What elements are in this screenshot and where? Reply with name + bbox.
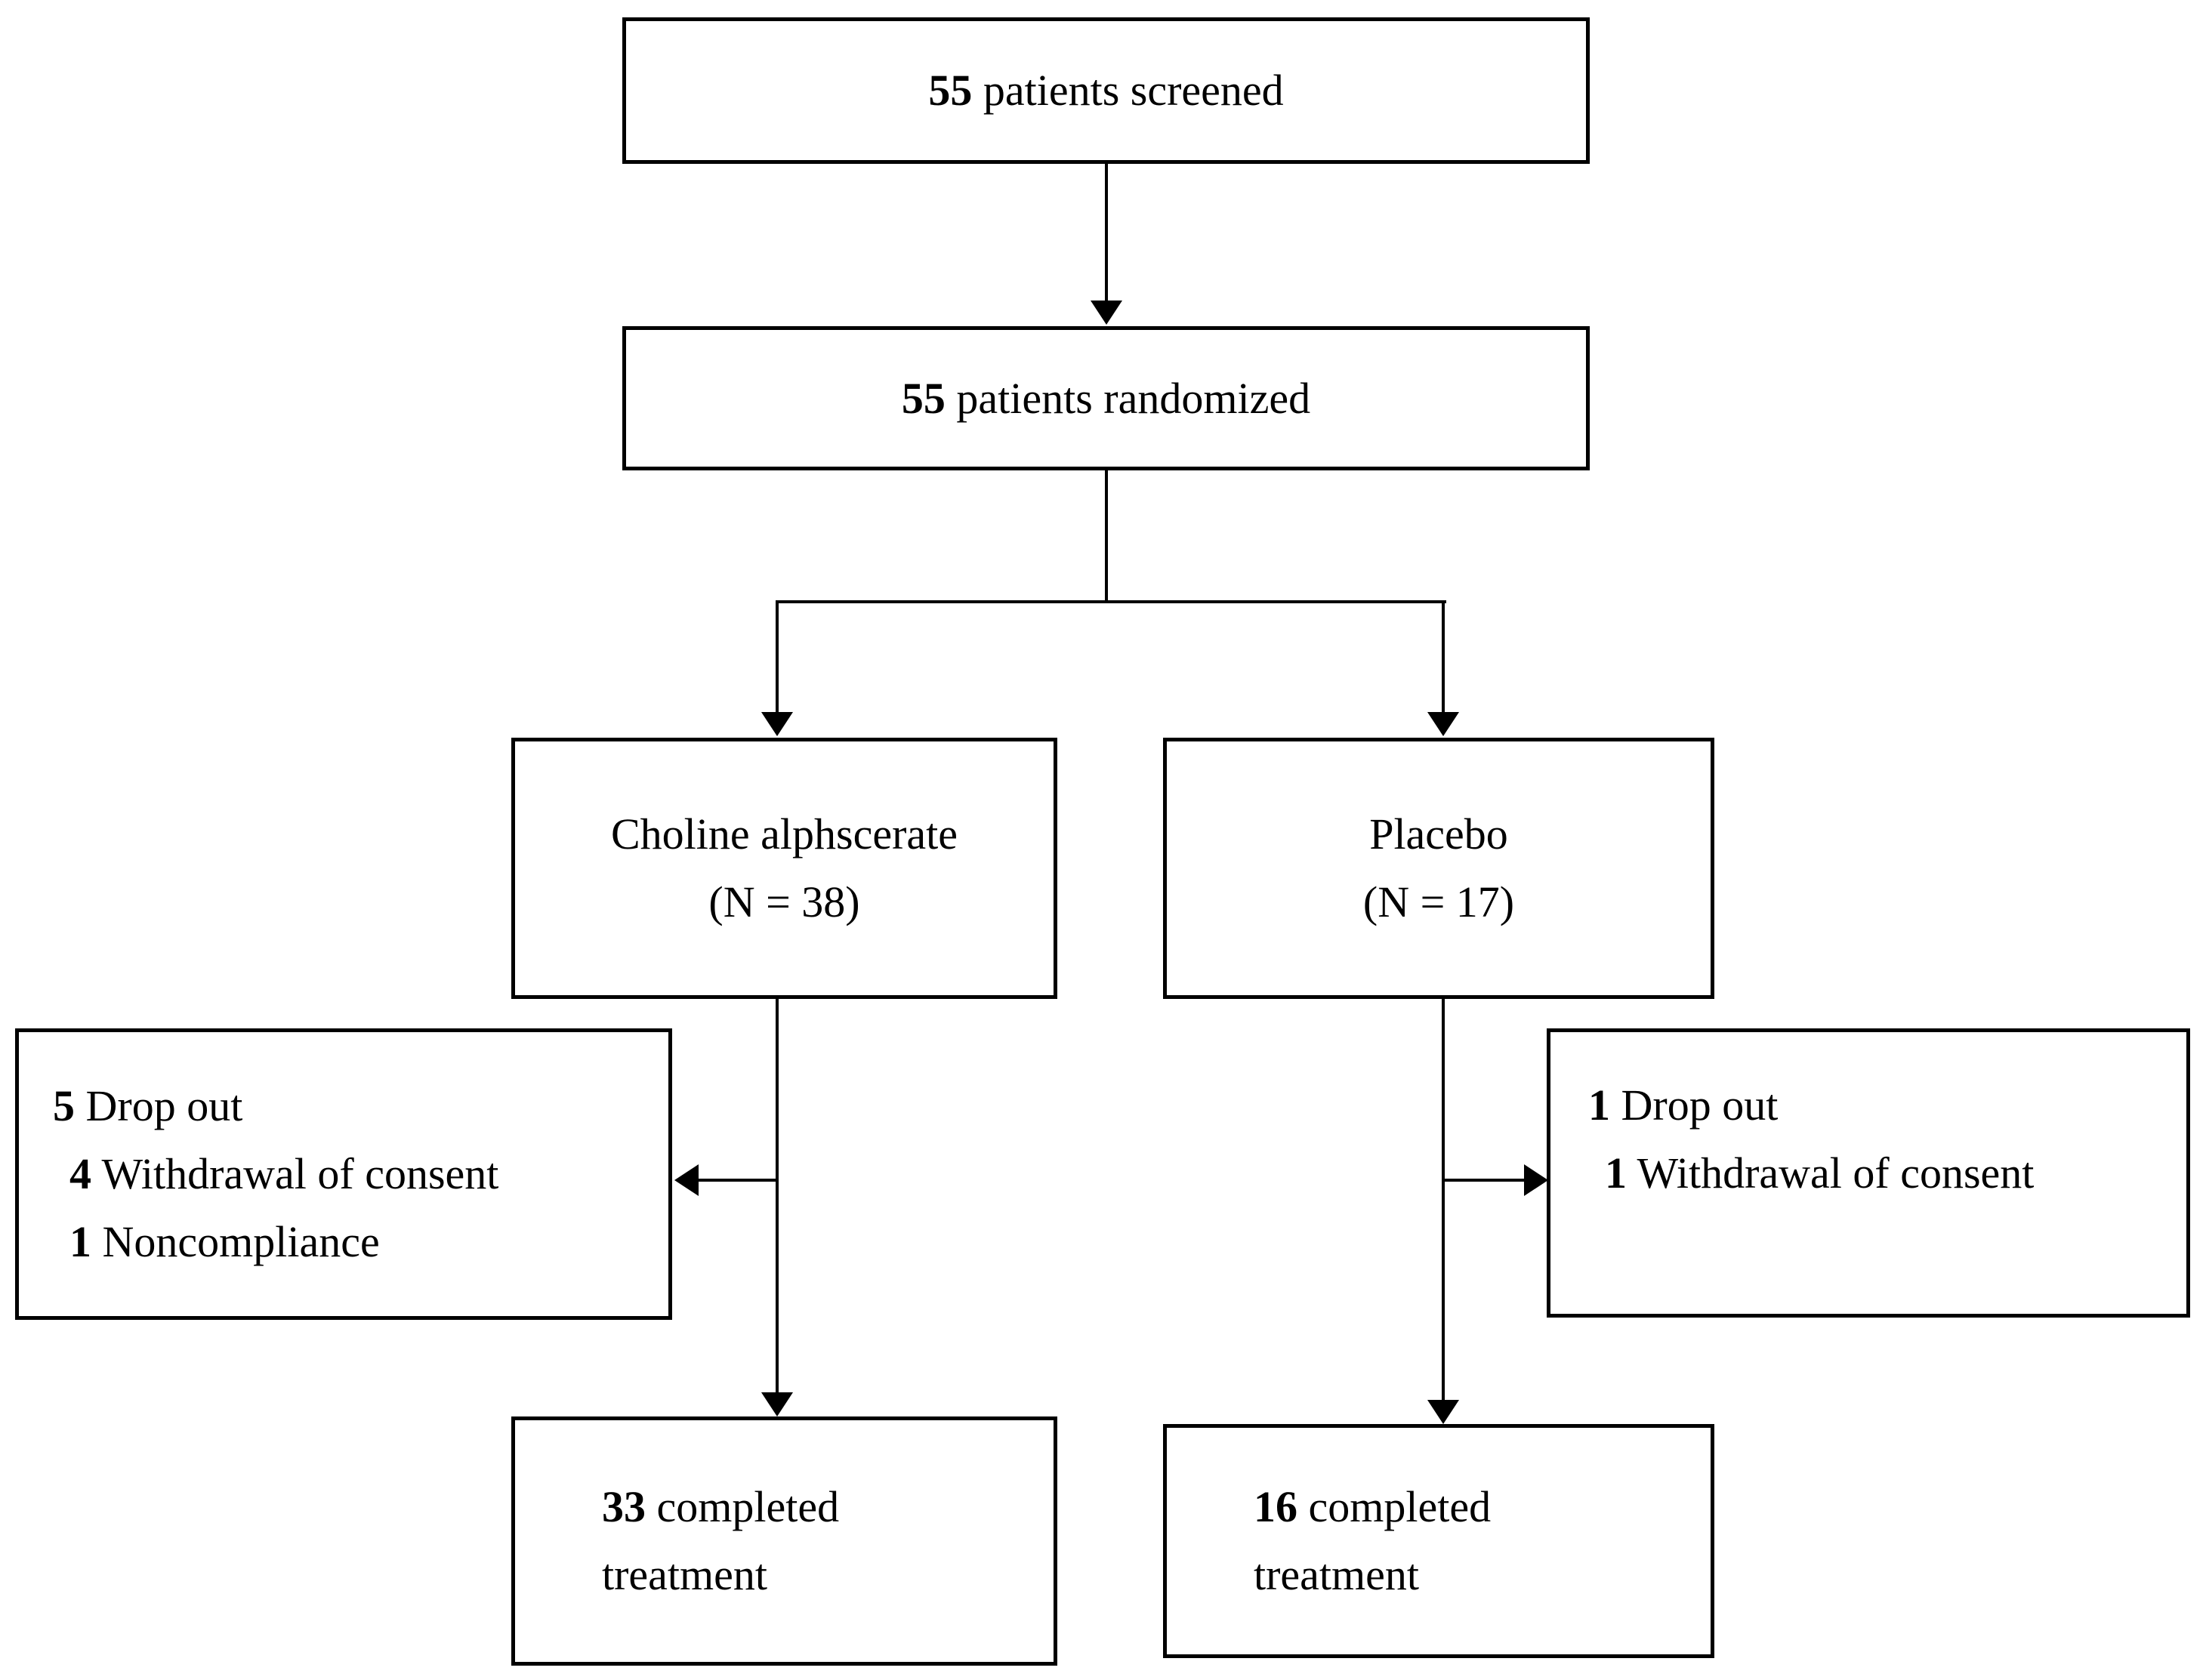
choline-dropout-count3: 1	[69, 1216, 91, 1266]
choline-arm-box: Choline alphscerate (N = 38)	[511, 738, 1057, 999]
placebo-dropout-label2: Withdrawal of consent	[1637, 1148, 2035, 1198]
randomized-text: 55 patients randomized	[902, 365, 1310, 433]
placebo-arm-n: (N = 17)	[1362, 877, 1515, 926]
choline-dropout-label2: Withdrawal of consent	[101, 1149, 499, 1199]
screened-box: 55 patients screened	[622, 17, 1590, 164]
connector-split-left	[776, 600, 779, 714]
connector-choline-completed	[776, 999, 779, 1394]
connector-split-horizontal	[776, 600, 1446, 603]
screened-label: patients screened	[983, 66, 1284, 116]
randomized-label: patients randomized	[956, 373, 1311, 423]
connector-choline-dropout	[699, 1179, 779, 1182]
choline-completed-line1: 33 completed	[602, 1473, 1054, 1541]
choline-dropout-label1: Drop out	[85, 1081, 243, 1131]
screened-count: 55	[928, 66, 973, 116]
arrowhead-down-icon	[761, 712, 793, 736]
placebo-arm-box: Placebo (N = 17)	[1163, 738, 1714, 999]
choline-dropout-line1: 5 Drop out	[53, 1072, 668, 1140]
screened-text: 55 patients screened	[928, 57, 1283, 125]
connector-placebo-dropout	[1443, 1179, 1524, 1182]
placebo-dropout-line2: 1 Withdrawal of consent	[1605, 1139, 2186, 1207]
choline-dropout-count1: 5	[53, 1081, 75, 1131]
arrowhead-down-icon	[1091, 301, 1122, 325]
choline-dropout-line2: 4 Withdrawal of consent	[69, 1140, 668, 1208]
placebo-completed-line2: treatment	[1254, 1550, 1420, 1599]
placebo-completed-line1: 16 completed	[1254, 1473, 1711, 1541]
choline-completed-label: completed	[656, 1482, 840, 1532]
connector-placebo-completed	[1442, 999, 1445, 1401]
choline-arm-name: Choline alphscerate	[611, 809, 958, 859]
placebo-dropout-line1: 1 Drop out	[1588, 1071, 2186, 1139]
placebo-completed-count: 16	[1254, 1482, 1297, 1532]
randomized-count: 55	[901, 373, 946, 423]
connector-split-right	[1442, 600, 1445, 714]
choline-dropout-line3: 1 Noncompliance	[69, 1208, 668, 1276]
choline-dropout-count2: 4	[69, 1149, 91, 1199]
placebo-dropout-box: 1 Drop out 1 Withdrawal of consent	[1547, 1028, 2190, 1318]
arrowhead-left-icon	[674, 1164, 699, 1196]
connector-screened-randomized	[1105, 164, 1108, 302]
placebo-completed-box: 16 completed treatment	[1163, 1424, 1714, 1658]
placebo-dropout-label1: Drop out	[1621, 1080, 1779, 1130]
choline-completed-count: 33	[602, 1482, 646, 1532]
placebo-dropout-count2: 1	[1605, 1148, 1627, 1198]
randomized-box: 55 patients randomized	[622, 326, 1590, 470]
choline-completed-box: 33 completed treatment	[511, 1416, 1057, 1666]
arrowhead-down-icon	[761, 1392, 793, 1416]
choline-dropout-box: 5 Drop out 4 Withdrawal of consent 1 Non…	[15, 1028, 672, 1320]
connector-randomized-stem	[1105, 470, 1108, 603]
choline-arm-n: (N = 38)	[708, 877, 860, 926]
choline-completed-line2: treatment	[602, 1550, 768, 1599]
arrowhead-down-icon	[1427, 1400, 1459, 1424]
arrowhead-down-icon	[1427, 712, 1459, 736]
placebo-completed-label: completed	[1308, 1482, 1492, 1532]
arrowhead-right-icon	[1524, 1164, 1548, 1196]
placebo-dropout-count1: 1	[1588, 1080, 1610, 1130]
choline-dropout-label3: Noncompliance	[102, 1216, 380, 1266]
placebo-arm-name: Placebo	[1369, 809, 1508, 859]
